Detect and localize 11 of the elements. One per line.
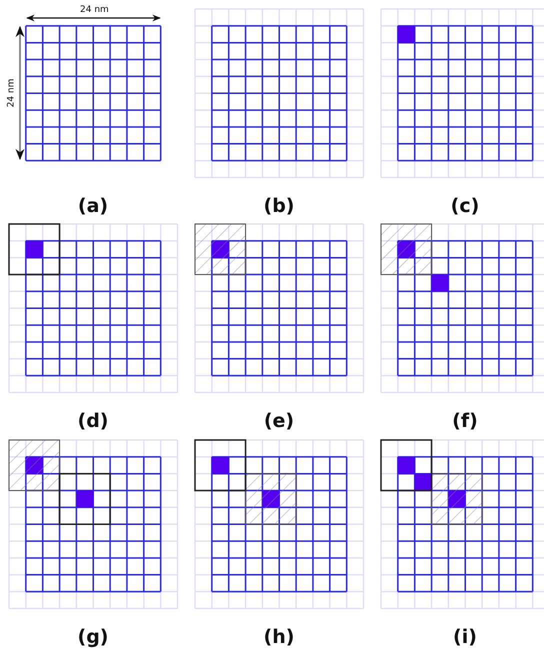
panel-caption: (f) (451, 410, 479, 432)
panel-caption: (c) (450, 195, 480, 217)
panel-caption: (a) (76, 195, 110, 217)
panel-caption: (d) (76, 410, 110, 432)
panel-caption: (g) (76, 626, 110, 648)
panel-caption: (i) (452, 626, 478, 648)
panel-caption: (h) (262, 626, 296, 648)
dimension-label: 24 nm (6, 78, 16, 108)
dimension-label: 24 nm (80, 5, 109, 15)
panel-caption: (b) (262, 195, 296, 217)
panel-caption: (e) (262, 410, 296, 432)
